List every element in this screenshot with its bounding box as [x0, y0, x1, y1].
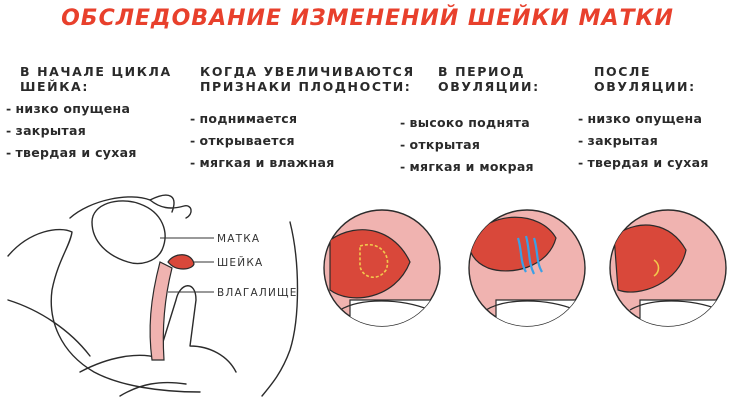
column-ovulation: В ПЕРИОД ОВУЛЯЦИИ: -высоко поднята -откр… — [400, 64, 540, 178]
column-heading: ПОСЛЕ ОВУЛЯЦИИ: — [578, 64, 709, 94]
list-item: -открытая — [400, 137, 481, 152]
cervix-view-after — [609, 209, 727, 327]
cervix-label: ШЕЙКА — [217, 256, 263, 269]
list-item: -закрытая — [6, 123, 87, 138]
hand-outline — [79, 285, 237, 373]
symptom-list: -высоко поднята -открытая -мягкая и мокр… — [400, 112, 540, 178]
heading-line: ОВУЛЯЦИИ: — [594, 79, 696, 94]
list-item: -мягкая и мокрая — [400, 159, 534, 174]
list-item: -открывается — [190, 133, 295, 148]
heading-line: В НАЧАЛЕ ЦИКЛА — [20, 64, 172, 79]
cervix — [167, 254, 195, 270]
symptom-list: -поднимается -открывается -мягкая и влаж… — [190, 108, 415, 174]
column-heading: В ПЕРИОД ОВУЛЯЦИИ: — [400, 64, 540, 94]
heading-line: ПОСЛЕ — [594, 64, 652, 79]
column-heading: В НАЧАЛЕ ЦИКЛА ШЕЙКА: — [6, 64, 172, 94]
column-cycle-start: В НАЧАЛЕ ЦИКЛА ШЕЙКА: -низко опущена -за… — [6, 64, 172, 164]
page-title: ОБСЛЕДОВАНИЕ ИЗМЕНЕНИЙ ШЕЙКИ МАТКИ — [61, 6, 674, 31]
list-item: -твердая и сухая — [578, 155, 709, 170]
fallopian-tube — [69, 194, 175, 219]
uterus — [91, 200, 166, 265]
list-item: -высоко поднята — [400, 115, 530, 130]
heading-line: В ПЕРИОД — [438, 64, 526, 79]
body-outline-right — [261, 221, 299, 397]
heading-line: КОГДА УВЕЛИЧИВАЮТСЯ — [200, 64, 415, 79]
heading-line: ШЕЙКА: — [20, 79, 89, 94]
symptom-list: -низко опущена -закрытая -твердая и суха… — [6, 98, 172, 164]
list-item: -закрытая — [578, 133, 659, 148]
list-item: -низко опущена — [6, 101, 131, 116]
buttock-line — [7, 299, 91, 357]
column-fertility-increase: КОГДА УВЕЛИЧИВАЮТСЯ ПРИЗНАКИ ПЛОДНОСТИ: … — [190, 64, 415, 174]
list-item: -поднимается — [190, 111, 298, 126]
list-item: -мягкая и влажная — [190, 155, 335, 170]
column-heading: КОГДА УВЕЛИЧИВАЮТСЯ ПРИЗНАКИ ПЛОДНОСТИ: — [190, 64, 415, 94]
list-item: -твердая и сухая — [6, 145, 137, 160]
vagina-label: ВЛАГАЛИЩЕ — [217, 287, 298, 299]
cervix-view-ovulation — [468, 209, 586, 327]
heading-line: ОВУЛЯЦИИ: — [438, 79, 540, 94]
cervix-view-early — [323, 209, 441, 327]
heading-line: ПРИЗНАКИ ПЛОДНОСТИ: — [200, 79, 412, 94]
uterus-label: МАТКА — [217, 233, 260, 245]
symptom-list: -низко опущена -закрытая -твердая и суха… — [578, 108, 709, 174]
list-item: -низко опущена — [578, 111, 703, 126]
column-after-ovulation: ПОСЛЕ ОВУЛЯЦИИ: -низко опущена -закрытая… — [578, 64, 709, 174]
vagina — [149, 261, 173, 361]
body-outline — [7, 228, 201, 393]
